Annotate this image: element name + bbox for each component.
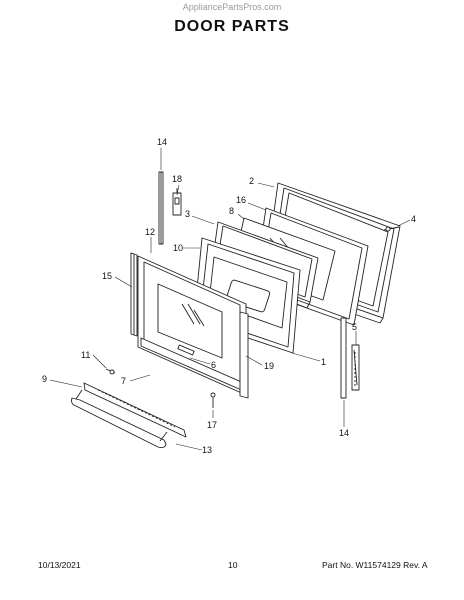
callout-4: 4	[411, 214, 416, 224]
callout-18: 18	[172, 174, 182, 184]
callout-labels: 14 18 2 16 3 8 4 12 10 15 5 11 1 6 19 9 …	[42, 137, 416, 455]
callout-15: 15	[102, 271, 112, 281]
hinge-lower	[340, 317, 360, 399]
callout-19: 19	[264, 361, 274, 371]
door-handle	[71, 382, 187, 449]
callout-1: 1	[321, 357, 326, 367]
callout-6: 6	[211, 360, 216, 370]
footer-page-number: 10	[228, 560, 238, 570]
callout-2: 2	[249, 176, 254, 186]
callout-11: 11	[81, 350, 90, 360]
callout-14-upper: 14	[157, 137, 167, 147]
screw-17	[210, 392, 216, 408]
callout-17: 17	[207, 420, 217, 430]
right-trim	[239, 311, 249, 399]
callout-5: 5	[352, 322, 357, 332]
callout-7: 7	[121, 376, 126, 386]
screw-4	[383, 226, 400, 232]
callout-16: 16	[236, 195, 246, 205]
latch-bracket	[172, 188, 182, 216]
page-title: DOOR PARTS	[174, 18, 290, 35]
outer-door-glass	[137, 255, 247, 396]
callout-3: 3	[185, 209, 190, 219]
screw-11	[105, 368, 116, 375]
footer-part-number: Part No. W11574129 Rev. A	[322, 560, 428, 570]
callout-10: 10	[173, 243, 183, 253]
door-side-trim	[130, 252, 138, 337]
callout-9: 9	[42, 374, 47, 384]
callout-14-lower: 14	[339, 428, 349, 438]
leader-lines	[49, 148, 411, 451]
hinge-upper	[158, 171, 164, 245]
footer-date: 10/13/2021	[38, 560, 81, 570]
watermark: AppliancePartsPros.com	[182, 2, 282, 12]
callout-8: 8	[229, 206, 234, 216]
callout-13: 13	[202, 445, 212, 455]
callout-12: 12	[145, 227, 155, 237]
